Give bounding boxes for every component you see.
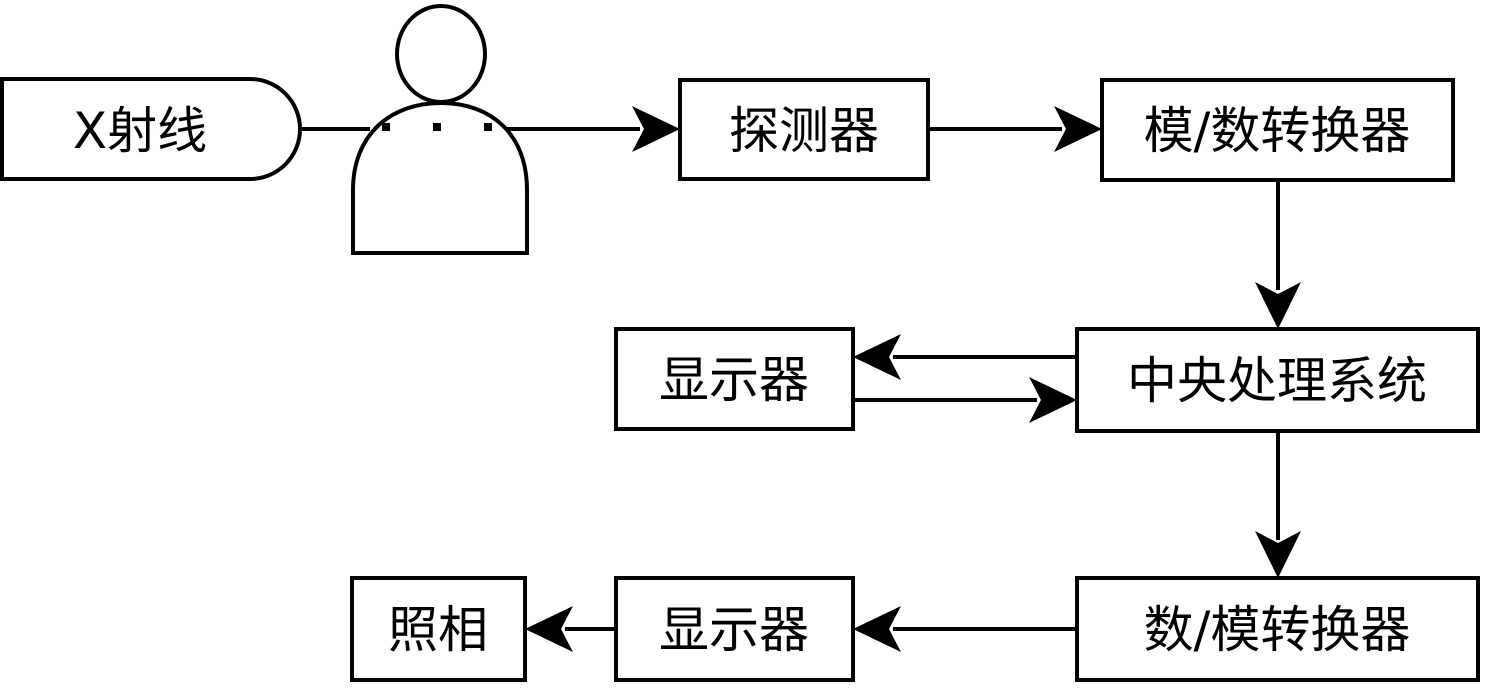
arrowhead-to-detector — [632, 106, 680, 152]
node-xray-label: X射线 — [73, 102, 207, 160]
arrowhead-to-display-top — [853, 334, 901, 380]
node-cpu-label: 中央处理系统 — [1127, 352, 1427, 410]
node-display-top-label: 显示器 — [659, 351, 809, 409]
node-dac-label: 数/模转换器 — [1144, 601, 1411, 659]
node-photo: 照相 — [350, 576, 527, 682]
arrowhead-to-adc — [1054, 106, 1102, 152]
node-photo-label: 照相 — [388, 601, 488, 659]
node-display-top: 显示器 — [614, 327, 855, 431]
arrowhead-to-cpu-left — [1029, 377, 1077, 423]
node-adc-label: 模/数转换器 — [1144, 102, 1411, 160]
arrowhead-to-cpu — [1255, 282, 1301, 329]
marker-dot — [382, 123, 390, 131]
node-display-bottom-label: 显示器 — [659, 601, 809, 659]
node-display-bottom: 显示器 — [614, 576, 855, 682]
arrowhead-to-photo — [525, 606, 573, 652]
marker-dot — [484, 123, 492, 131]
node-detector-label: 探测器 — [729, 102, 879, 160]
arrowhead-to-dac — [1255, 531, 1301, 578]
node-xray: X射线 — [0, 77, 302, 181]
marker-dot — [433, 123, 441, 131]
arrowhead-to-display-bottom — [853, 606, 901, 652]
node-detector: 探测器 — [678, 78, 930, 181]
connectors — [300, 106, 1301, 652]
node-adc: 模/数转换器 — [1100, 78, 1455, 182]
node-dac: 数/模转换器 — [1075, 576, 1480, 682]
person-icon — [351, 4, 529, 255]
node-cpu: 中央处理系统 — [1075, 327, 1480, 433]
